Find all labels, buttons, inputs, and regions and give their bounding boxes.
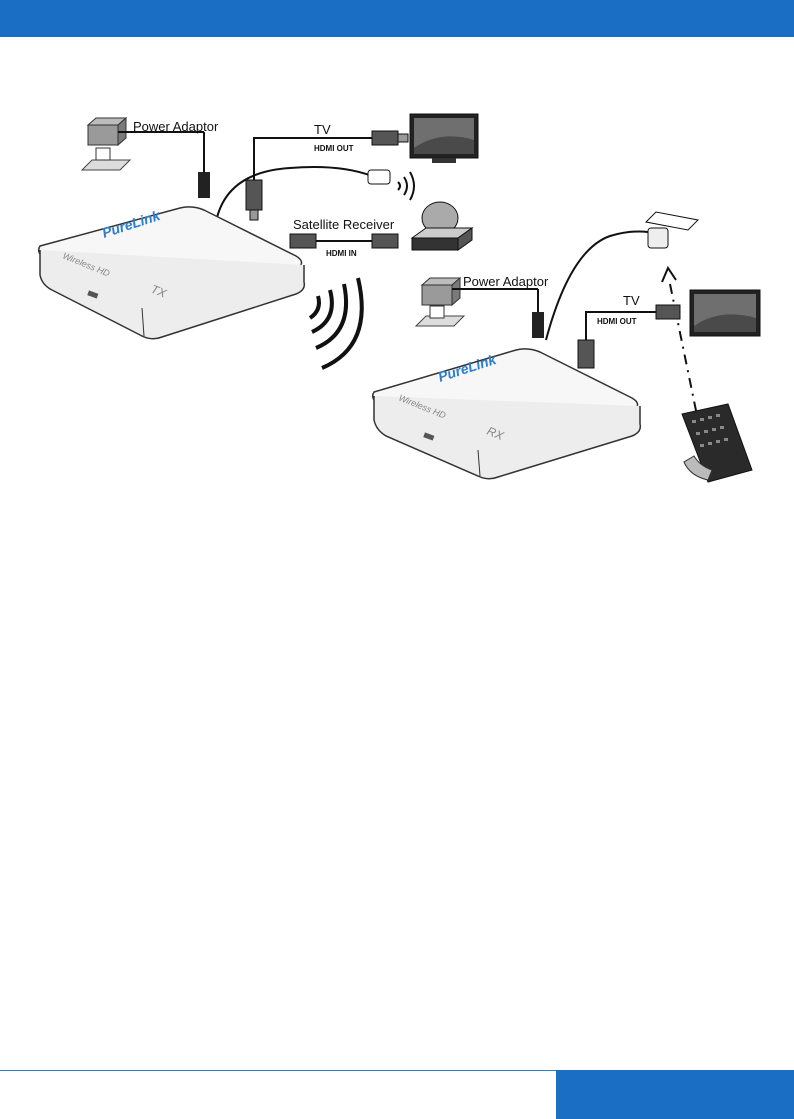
- tv-icon: [690, 290, 760, 336]
- hdmi-plug-icon: [578, 340, 594, 368]
- tx-hdmi-out-label: HDMI OUT: [314, 144, 354, 153]
- hdmi-plug-icon: [656, 305, 680, 319]
- tx-tv-label: TV: [314, 122, 331, 137]
- tx-power-label: Power Adaptor: [133, 119, 219, 134]
- remote-control-icon: [682, 404, 752, 482]
- ir-receiver-icon: [368, 170, 390, 184]
- satellite-label: Satellite Receiver: [293, 217, 395, 232]
- rx-device: [373, 349, 641, 479]
- rx-power-label: Power Adaptor: [463, 274, 549, 289]
- rx-hdmi-out-label: HDMI OUT: [597, 317, 637, 326]
- hdmi-plug-icon: [246, 180, 262, 210]
- ir-emitter-icon: [646, 212, 698, 248]
- ir-signal-icon: [398, 172, 414, 200]
- hdmi-plug-icon: [372, 131, 398, 145]
- hdmi-plug-icon: [290, 234, 316, 248]
- tx-device: [39, 207, 305, 339]
- hdmi-in-label: HDMI IN: [326, 249, 357, 258]
- tx-tv-cable: [254, 138, 372, 180]
- tv-icon: [410, 114, 478, 163]
- wireless-signal-icon: [310, 278, 362, 368]
- satellite-receiver-icon: [412, 202, 472, 250]
- hdmi-plug-icon: [372, 234, 398, 248]
- footer-bar: [556, 1070, 794, 1119]
- ir-cable: [216, 167, 372, 222]
- footer-divider: [0, 1070, 556, 1071]
- rx-tv-label: TV: [623, 293, 640, 308]
